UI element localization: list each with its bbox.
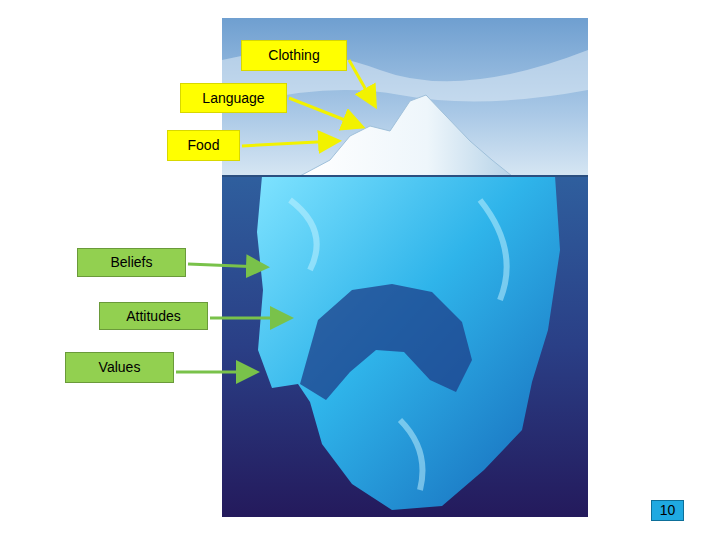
hidden-culture-box: Attitudes [99, 302, 208, 330]
leader-arrow [188, 264, 264, 267]
water [222, 175, 588, 517]
leader-arrow [210, 317, 288, 320]
box-label: Clothing [268, 47, 319, 64]
hidden-culture-box: Values [65, 352, 174, 383]
ice-highlight [290, 200, 507, 490]
box-label: 10 [660, 502, 676, 519]
visible-culture-box: Language [180, 83, 287, 113]
hidden-culture-box: Beliefs [77, 248, 186, 277]
iceberg-tip [300, 95, 512, 176]
box-label: Food [188, 137, 220, 154]
leader-arrow [176, 371, 254, 374]
leader-arrow [289, 98, 360, 126]
iceberg-cavity [300, 284, 472, 400]
box-label: Language [202, 90, 264, 107]
box-label: Attitudes [126, 308, 180, 325]
visible-culture-box: Food [167, 130, 240, 161]
page-number: 10 [651, 500, 684, 521]
visible-culture-box: Clothing [241, 40, 347, 71]
box-label: Values [99, 359, 141, 376]
box-label: Beliefs [110, 254, 152, 271]
iceberg-underwater [257, 176, 560, 510]
leader-arrow [242, 141, 336, 146]
leader-arrow [349, 60, 374, 104]
waterline [222, 175, 588, 177]
